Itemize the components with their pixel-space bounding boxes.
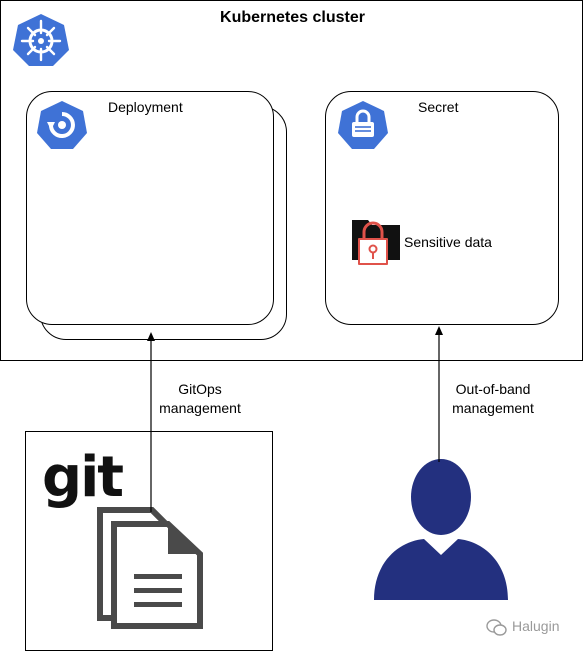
sensitive-data-label: Sensitive data bbox=[404, 234, 492, 250]
gitops-arrow bbox=[147, 332, 155, 512]
git-logo: git bbox=[42, 445, 124, 510]
watermark-text: Halugin bbox=[512, 618, 560, 634]
oob-label: Out-of-band management bbox=[433, 380, 553, 418]
oob-label-line1: Out-of-band bbox=[455, 381, 531, 397]
user-icon bbox=[374, 459, 508, 600]
cluster-title: Kubernetes cluster bbox=[220, 9, 365, 26]
git-repository-box bbox=[25, 431, 273, 651]
secret-label: Secret bbox=[418, 99, 459, 115]
oob-arrow bbox=[435, 326, 443, 462]
kubernetes-helm-icon bbox=[13, 14, 69, 66]
gitops-label: GitOps management bbox=[140, 380, 260, 418]
deployment-icon bbox=[37, 101, 87, 149]
gitops-label-line2: management bbox=[159, 400, 241, 416]
oob-label-line2: management bbox=[452, 400, 534, 416]
gitops-label-line1: GitOps bbox=[178, 381, 222, 397]
wechat-icon bbox=[486, 619, 507, 636]
deployment-label: Deployment bbox=[108, 99, 183, 115]
documents-icon bbox=[97, 507, 203, 629]
secret-lock-icon bbox=[338, 101, 388, 149]
kubernetes-cluster-frame bbox=[0, 0, 583, 361]
locked-folder-icon bbox=[352, 220, 400, 265]
